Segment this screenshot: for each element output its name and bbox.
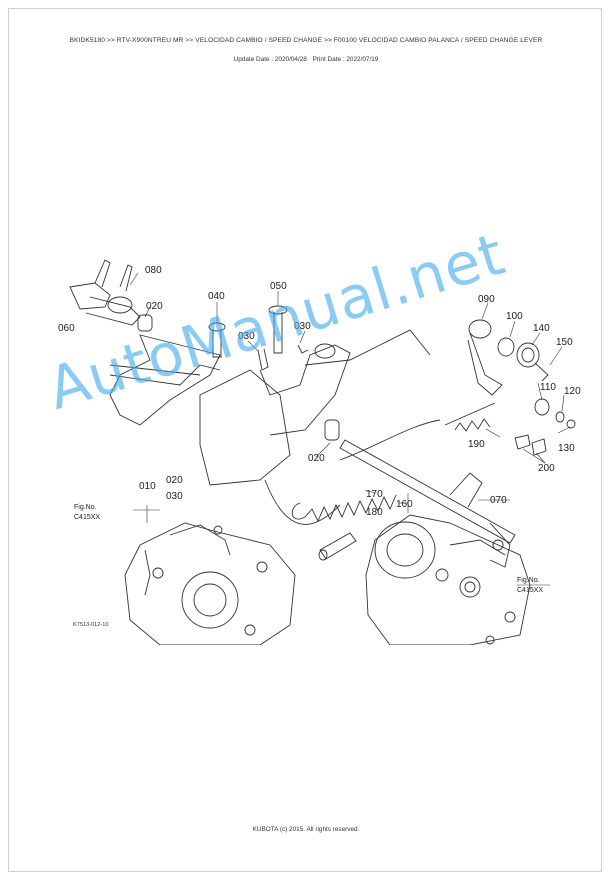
- upper-lever-assembly: [69, 259, 221, 426]
- bolts: [208, 305, 309, 371]
- callout-020-left: 020: [166, 475, 183, 486]
- callout-030-left: 030: [238, 331, 255, 342]
- callout-060: 060: [58, 323, 75, 334]
- callout-150: 150: [556, 337, 573, 348]
- central-bracket: [199, 329, 431, 486]
- parts-diagram: 080 040 050 020 060 030 030 090 100 140 …: [50, 245, 590, 646]
- callout-110: 110: [540, 382, 556, 393]
- callout-170: 170: [366, 489, 383, 500]
- callout-160: 160: [396, 499, 413, 510]
- footer-copyright: KUBOTA (c) 2015. All rights reserved.: [252, 826, 360, 833]
- callout-050: 050: [270, 281, 287, 292]
- callout-010: 010: [139, 481, 156, 492]
- main-shaft: [339, 439, 516, 568]
- callout-140: 140: [533, 323, 550, 334]
- callout-040: 040: [208, 291, 225, 302]
- right-upper-parts: [444, 319, 576, 456]
- callout-130: 130: [558, 443, 575, 454]
- fig-ref-right-number: C415XX: [517, 587, 543, 594]
- callout-190: 190: [468, 439, 485, 450]
- figure-code: K7513-012-10: [73, 622, 109, 628]
- update-date: Update Date : 2020/04/28: [233, 56, 307, 63]
- callout-070: 070: [490, 495, 507, 506]
- date-line: Update Date : 2020/04/28 Print Date : 20…: [0, 56, 612, 63]
- fig-ref-left-number: C415XX: [74, 514, 100, 521]
- callout-180: 180: [366, 507, 383, 518]
- callout-100: 100: [506, 311, 523, 322]
- leader-lines: [129, 272, 571, 586]
- fig-ref-left-label: Fig.No.: [74, 504, 97, 511]
- callout-020-mid: 020: [308, 453, 325, 464]
- callout-090: 090: [478, 294, 495, 305]
- breadcrumb: BKIDK5180 >> RTV-X900NTREU MR >> VELOCID…: [69, 37, 543, 44]
- page-frame: [8, 8, 602, 872]
- callout-labels: 080 040 050 020 060 030 030 090 100 140 …: [58, 265, 581, 594]
- fig-ref-right-label: Fig.No.: [517, 577, 540, 584]
- callout-200: 200: [538, 463, 555, 474]
- callout-030-bottom: 030: [166, 491, 183, 502]
- callout-120: 120: [564, 386, 581, 397]
- spring-and-pin: [264, 419, 441, 561]
- callout-080: 080: [145, 265, 162, 276]
- right-housing: [365, 514, 531, 646]
- left-housing: [124, 522, 296, 646]
- callout-030-right: 030: [294, 321, 311, 332]
- callout-020-top: 020: [146, 301, 163, 312]
- print-date: Print Date : 2022/07/19: [312, 56, 379, 63]
